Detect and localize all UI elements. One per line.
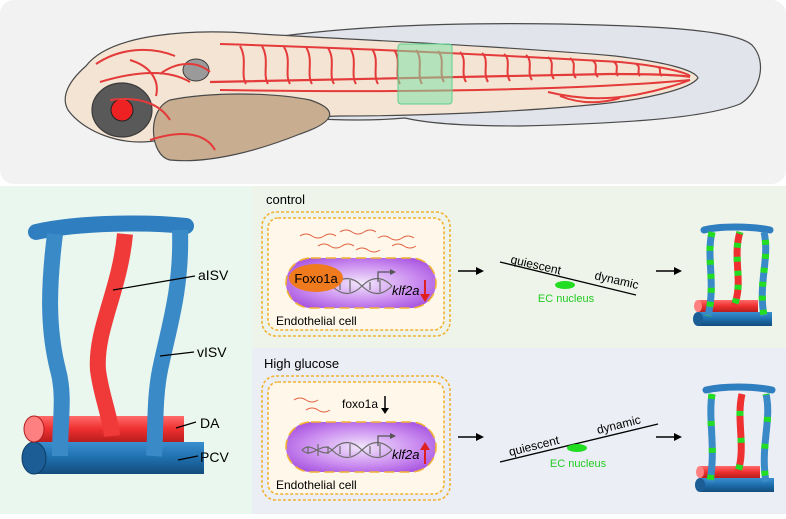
visv-leader — [159, 351, 195, 357]
caudal-plexus — [547, 79, 691, 104]
glucose-cell-outer — [261, 375, 451, 501]
glucose-arrow-1-head — [476, 433, 484, 441]
control-mini-right-isv-nuclei — [758, 231, 770, 317]
pcv-label: PCV — [200, 449, 229, 465]
control-gene-down-arrowhead — [420, 294, 430, 302]
da-label: DA — [200, 415, 220, 431]
control-mini-pcv-opening — [693, 312, 703, 326]
glucose-nucleus — [285, 421, 437, 473]
control-mrna — [299, 229, 417, 253]
control-arrow-1-head — [476, 267, 484, 275]
glucose-foxo-label: foxo1a — [342, 397, 378, 411]
left-visv — [42, 233, 70, 457]
glucose-mini-middle-isv — [734, 393, 746, 474]
eye-pupil — [110, 98, 134, 122]
control-cell-outer — [261, 211, 451, 337]
glucose-dna — [301, 441, 393, 459]
pcv-opening — [21, 441, 47, 475]
control-balance-beam — [499, 261, 637, 296]
yolk — [152, 93, 331, 162]
control-mini-middle-isv-nuclei — [730, 230, 744, 308]
glucose-mini-vessels — [695, 383, 776, 492]
dorsal-aorta — [209, 72, 691, 84]
foxo1a-protein — [289, 264, 343, 292]
glucose-mini-pcv-opening — [695, 478, 705, 492]
control-ec-nucleus-marker — [555, 281, 575, 289]
glucose-mini-da-opening — [696, 466, 704, 478]
vessel-schematic: aISV vISV DA PCV — [21, 215, 229, 475]
glucose-mrna — [293, 397, 331, 413]
glucose-promoter-arrow — [377, 435, 392, 446]
glucose-mini-right-isv — [760, 393, 772, 483]
glucose-nucleus-label: EC nucleus — [550, 458, 607, 470]
control-mini-left-isv-nuclei — [704, 231, 716, 317]
glucose-cell-label: Endothelial cell — [276, 478, 357, 492]
cardinal-vein — [219, 79, 691, 93]
glucose-mini-left-isv — [706, 393, 716, 483]
glucose-mini-pcv — [700, 478, 774, 492]
control-mini-dorsal — [700, 223, 774, 234]
control-nucleus-label: EC nucleus — [538, 293, 595, 305]
control-promoter-arrow — [377, 271, 392, 282]
zebrafish-larva — [64, 23, 762, 162]
glucose-heading: High glucose — [264, 356, 339, 371]
glucose-foxo-down-arrowhead — [381, 408, 389, 414]
da-opening — [23, 415, 45, 443]
control-gene-label: klf2a — [392, 283, 419, 298]
control-promoter-arrowhead — [390, 269, 396, 275]
trunk-region-highlight — [397, 43, 453, 105]
glucose-gene-up-arrowhead — [420, 442, 430, 450]
control-mini-vessels — [693, 223, 774, 326]
glucose-mini-dorsal — [702, 383, 776, 394]
aisv-label: aISV — [198, 267, 229, 283]
aisv-vessel — [89, 233, 133, 437]
head-vessels — [95, 48, 216, 151]
glucose-promoter-arrowhead — [390, 433, 396, 439]
control-mini-da-opening — [694, 300, 702, 312]
pcv-leader — [177, 455, 199, 461]
aisv-leader — [112, 275, 196, 291]
control-mini-pcv — [698, 312, 772, 326]
otic-vesicle — [182, 58, 210, 82]
glucose-arrow-2-head — [674, 433, 682, 441]
control-heading: control — [266, 192, 305, 207]
glucose-mini-right-isv-nuclei — [760, 393, 772, 483]
foxo1a-label: Foxo1a — [294, 271, 338, 286]
da-leader — [175, 421, 197, 429]
right-visv — [146, 229, 189, 457]
control-arrow-2-head — [674, 267, 682, 275]
glucose-balance-beam — [499, 423, 659, 463]
control-cell-label: Endothelial cell — [276, 314, 357, 328]
glucose-ec-nucleus-marker — [567, 444, 587, 452]
dorsal-vessel — [28, 215, 194, 240]
glucose-gene-label: klf2a — [392, 447, 419, 462]
visv-label: vISV — [197, 344, 227, 360]
